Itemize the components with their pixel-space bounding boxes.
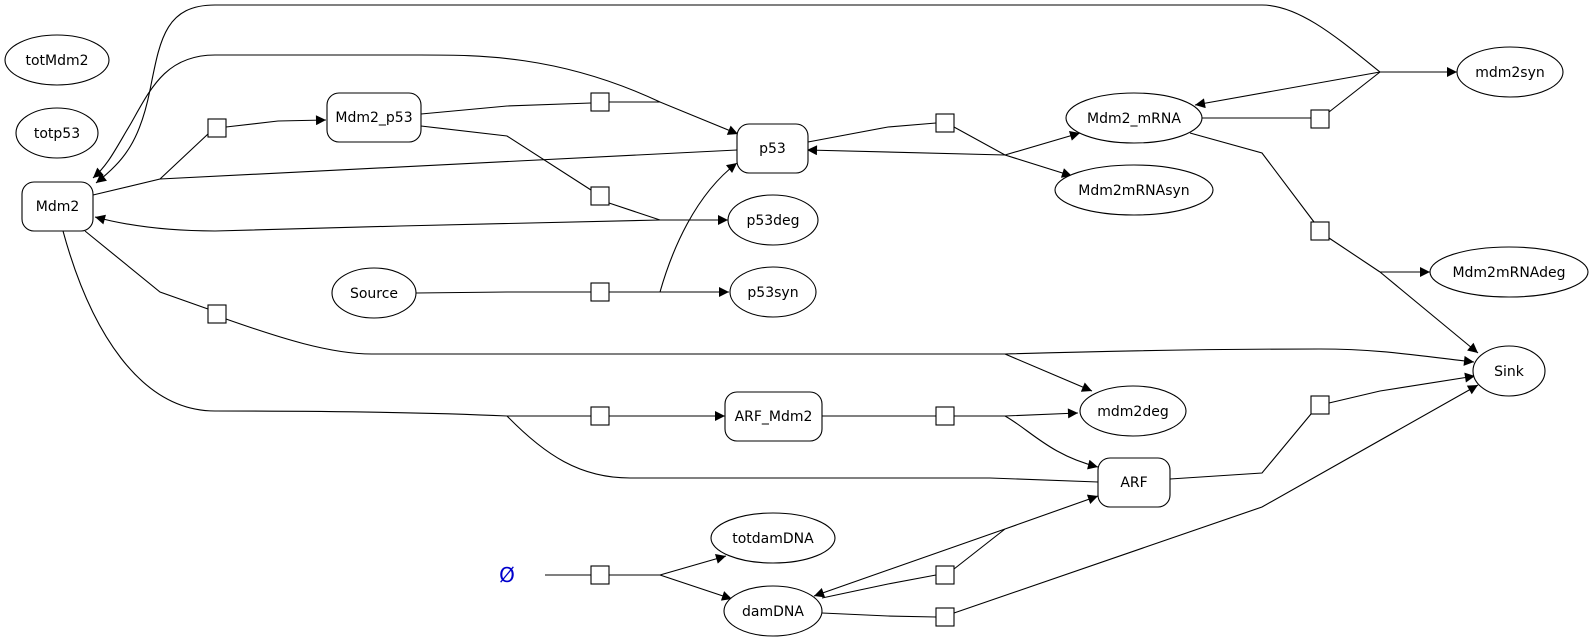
reaction-box[interactable] <box>935 113 955 133</box>
edge-mdm2-to-r5 <box>84 230 209 310</box>
edge-r13-to-hub <box>953 528 1006 570</box>
reaction-boxes <box>207 92 1330 627</box>
parameter-label: totp53 <box>34 126 80 142</box>
edge-r12-to-damdna <box>659 574 733 601</box>
edge-r6-to-mdm2mrnasyn <box>953 126 1073 178</box>
parameter-label: mdm2deg <box>1097 404 1168 420</box>
parameter-label: Mdm2mRNAsyn <box>1078 183 1189 199</box>
edge-r10-to-arf <box>1004 415 1099 470</box>
edge-r11-to-sink <box>1328 372 1476 404</box>
edges <box>62 4 1479 618</box>
parameter-node-p53deg[interactable]: p53deg <box>727 194 819 246</box>
reaction-box[interactable] <box>935 406 955 426</box>
parameter-label: p53deg <box>746 213 799 229</box>
species-node-p53[interactable]: p53 <box>736 123 809 174</box>
reaction-box[interactable] <box>1310 221 1330 241</box>
edge-arf-to-r9 <box>506 415 1099 483</box>
parameter-node-totmdm2[interactable]: totMdm2 <box>4 34 110 86</box>
parameter-node-mdm2mrnadeg[interactable]: Mdm2mRNAdeg <box>1429 246 1589 298</box>
edge-r8-to-mdm2mrnadeg <box>1328 237 1381 273</box>
parameter-label: damDNA <box>742 604 804 620</box>
parameter-label: Mdm2_mRNA <box>1087 111 1181 127</box>
reaction-box[interactable] <box>590 92 610 112</box>
edge-hub-to-mdm2 <box>95 4 1381 184</box>
parameter-node-totdamdna[interactable]: totdamDNA <box>710 512 836 564</box>
reaction-box[interactable] <box>207 304 227 324</box>
edge-r12-to-totdamdna <box>659 553 727 576</box>
parameter-label: Source <box>350 286 398 302</box>
edge-mdm2-to-r1 <box>92 133 209 196</box>
parameter-label: mdm2syn <box>1475 65 1545 81</box>
reaction-box[interactable] <box>207 118 227 138</box>
edge-r13-hub-to-arf <box>1004 494 1099 530</box>
edge-p53-to-r1 <box>159 149 738 180</box>
edge-p53deg-to-mdm2 <box>94 214 661 232</box>
reaction-box[interactable] <box>1310 109 1330 129</box>
species-label: ARF <box>1120 475 1147 491</box>
species-label: p53 <box>759 141 786 157</box>
reaction-box[interactable] <box>590 282 610 302</box>
reaction-box[interactable] <box>1310 395 1330 415</box>
parameter-label: Mdm2mRNAdeg <box>1452 265 1565 281</box>
species-node-arf[interactable]: ARF <box>1097 457 1171 508</box>
edge-damdna-to-r13 <box>821 574 937 599</box>
reaction-box[interactable] <box>590 406 610 426</box>
parameter-nodes: totMdm2 totp53 Source p53deg p53syn mdm2… <box>4 34 1589 637</box>
species-node-mdm2[interactable]: Mdm2 <box>21 181 94 232</box>
edge-mdm2-to-r9 <box>62 230 591 417</box>
species-label: Mdm2_p53 <box>335 110 412 126</box>
edge-source-to-r4 <box>415 291 591 294</box>
edge-damdna-to-r14 <box>821 612 937 618</box>
edge-r5-to-mdm2deg <box>1004 353 1093 392</box>
edge-r7-to-hub <box>1328 71 1381 113</box>
edge-r14-to-sink <box>953 384 1479 614</box>
edge-hub-to-mdm2mrna <box>1194 71 1381 109</box>
edge-r5-to-sink <box>225 318 1475 366</box>
parameter-node-p53syn[interactable]: p53syn <box>729 266 817 318</box>
species-nodes: Mdm2 Mdm2_p53 p53 ARF_Mdm2 ARF <box>21 92 1171 508</box>
parameter-label: Sink <box>1494 364 1525 380</box>
edge-r1-to-mdm2p53 <box>225 115 327 128</box>
reaction-box[interactable] <box>935 565 955 585</box>
edge-r2-to-p53 <box>609 101 739 135</box>
reaction-box[interactable] <box>935 607 955 627</box>
species-label: Mdm2 <box>36 199 80 215</box>
parameter-node-damdna[interactable]: damDNA <box>723 585 823 637</box>
species-node-arf-mdm2[interactable]: ARF_Mdm2 <box>724 391 823 442</box>
edge-arf-to-r11 <box>1169 413 1312 480</box>
parameter-node-totp53[interactable]: totp53 <box>15 107 99 159</box>
edge-p53-to-r6 <box>807 122 937 143</box>
edge-r4-to-p53 <box>659 162 738 293</box>
edge-mdm2p53-to-r3 <box>420 125 592 191</box>
parameter-label: p53syn <box>747 285 798 301</box>
edge-mdm2p53-to-r2 <box>420 102 592 115</box>
parameter-node-mdm2mrnasyn[interactable]: Mdm2mRNAsyn <box>1054 164 1214 216</box>
species-label: ARF_Mdm2 <box>735 409 813 425</box>
edge-r6-to-mdm2mrna <box>1004 131 1081 156</box>
edge-r2-to-mdm2 <box>92 54 661 179</box>
parameter-node-mdm2syn[interactable]: mdm2syn <box>1456 46 1564 98</box>
species-node-mdm2-p53[interactable]: Mdm2_p53 <box>326 92 422 143</box>
parameter-node-sink[interactable]: Sink <box>1472 345 1546 397</box>
edge-r8-hub-to-sink <box>1379 271 1479 354</box>
reaction-box[interactable] <box>590 186 610 206</box>
edge-r13-hub-to-damdna <box>813 528 1006 598</box>
reaction-box[interactable] <box>590 565 610 585</box>
parameter-label: totdamDNA <box>732 531 814 547</box>
parameter-node-source[interactable]: Source <box>331 267 417 319</box>
empty-set-symbol: Ø <box>499 563 515 587</box>
parameter-node-mdm2deg[interactable]: mdm2deg <box>1079 385 1187 437</box>
edge-r3-to-p53deg <box>608 202 728 225</box>
edge-r10-to-mdm2deg <box>954 408 1079 419</box>
edge-p53-self-loop <box>806 145 1006 156</box>
parameter-node-mdm2-mrna[interactable]: Mdm2_mRNA <box>1065 92 1203 144</box>
edge-mdm2mrna-to-r8 <box>1189 132 1315 223</box>
parameter-label: totMdm2 <box>25 53 88 69</box>
